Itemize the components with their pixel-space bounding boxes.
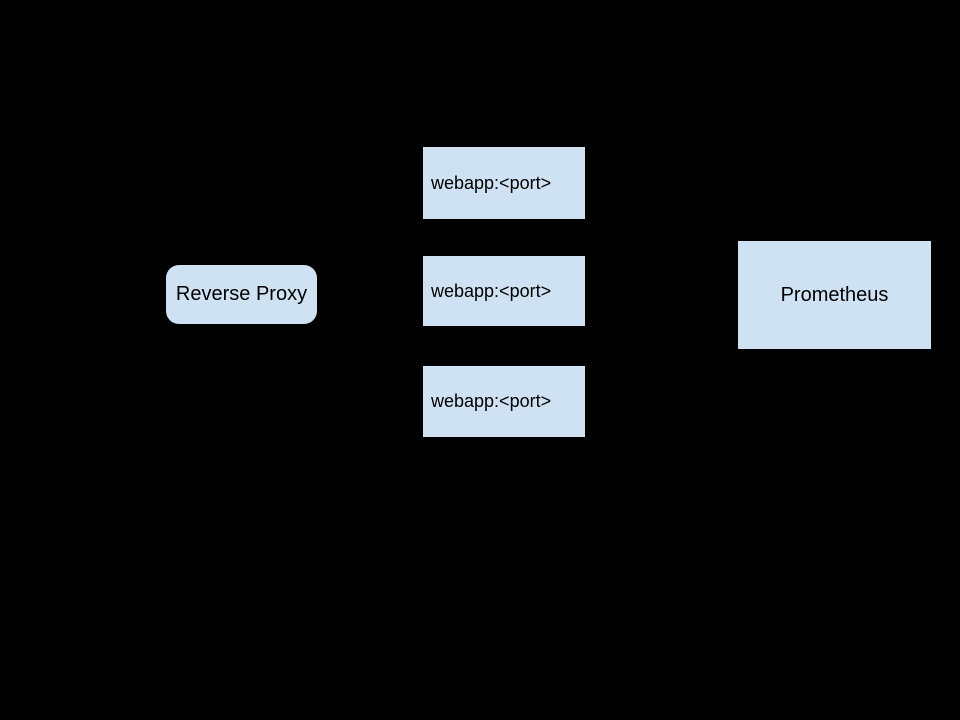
webapp-label-1: webapp:<port> (431, 172, 552, 193)
prometheus-label: Prometheus (780, 283, 889, 306)
reverse-proxy-label: Reverse Proxy (175, 283, 308, 305)
webapp-node-1: webapp:<port> (423, 147, 585, 219)
webapp-label-3: webapp:<port> (431, 391, 552, 411)
reverse-proxy-node: Reverse Proxy (166, 265, 317, 324)
webapp-label-2: webapp:<port> (431, 280, 552, 301)
webapp-node-2: webapp:<port> (423, 256, 585, 326)
prometheus-node: Prometheus (738, 241, 931, 349)
webapp-node-3: webapp:<port> (423, 366, 585, 437)
